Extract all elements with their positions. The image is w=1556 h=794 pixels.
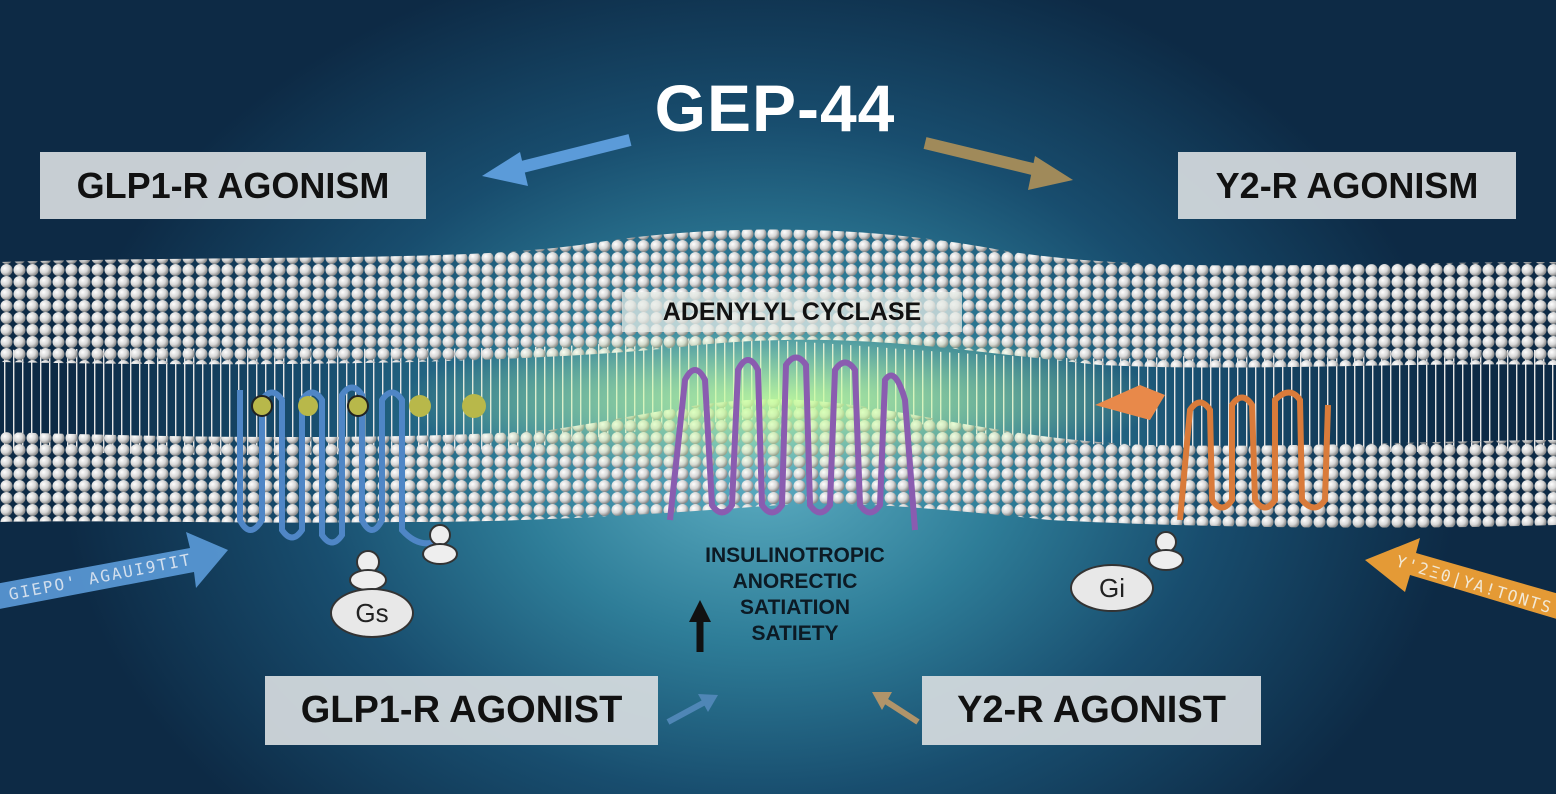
incoming-y2-arrow: Y'2Ξ0|YA!TONTS	[1365, 538, 1556, 619]
adenylyl-cyclase-protein	[667, 354, 918, 531]
glp1-receptor	[237, 384, 442, 547]
glp1-agonist-label: GLP1-R AGONIST	[265, 676, 658, 745]
arrow-to-glp1-agonism	[508, 134, 632, 176]
y2-receptor	[1177, 389, 1331, 521]
effects-list: INSULINOTROPIC ANORECTIC SATIATION SATIE…	[660, 543, 930, 647]
gs-protein: Gs	[330, 588, 414, 638]
gi-protein: Gi	[1070, 564, 1154, 612]
page-title: GEP-44	[654, 71, 896, 145]
arrow-to-y2-agonism-head	[1028, 156, 1073, 190]
effect-item: ANORECTIC	[732, 570, 858, 593]
y2-agonist-label: Y2-R AGONIST	[922, 676, 1261, 745]
effect-item: INSULINOTROPIC	[705, 544, 885, 567]
effect-item: SATIETY	[751, 622, 839, 645]
arrow-to-y2-agonism	[923, 137, 1047, 178]
y2-ligand	[1095, 385, 1165, 420]
adenylyl-cyclase-glow	[400, 325, 1160, 475]
y2-agonist-small-arrow-head	[872, 692, 892, 710]
glp1-agonist-small-arrow-head	[698, 694, 718, 712]
gi-subunits	[1148, 531, 1184, 571]
y2-agonism-label: Y2-R AGONISM	[1178, 152, 1516, 219]
glp1-agonism-label: GLP1-R AGONISM	[40, 152, 426, 219]
y2-agonist-small-arrow	[882, 697, 920, 725]
adenylyl-cyclase-label: ADENYLYL CYCLASE	[622, 292, 962, 332]
incoming-y2-arrow-text: Y'2Ξ0|YA!TONTS	[1394, 552, 1555, 618]
arrow-to-glp1-agonism-head	[482, 152, 528, 186]
glp1-agonist-small-arrow	[666, 699, 707, 725]
effect-item: SATIATION	[739, 596, 851, 619]
ligand-beads	[251, 394, 486, 418]
incoming-glp1-arrow: GIEPO' AGAUI9TIT	[0, 532, 228, 609]
gs-subunits	[349, 524, 458, 591]
